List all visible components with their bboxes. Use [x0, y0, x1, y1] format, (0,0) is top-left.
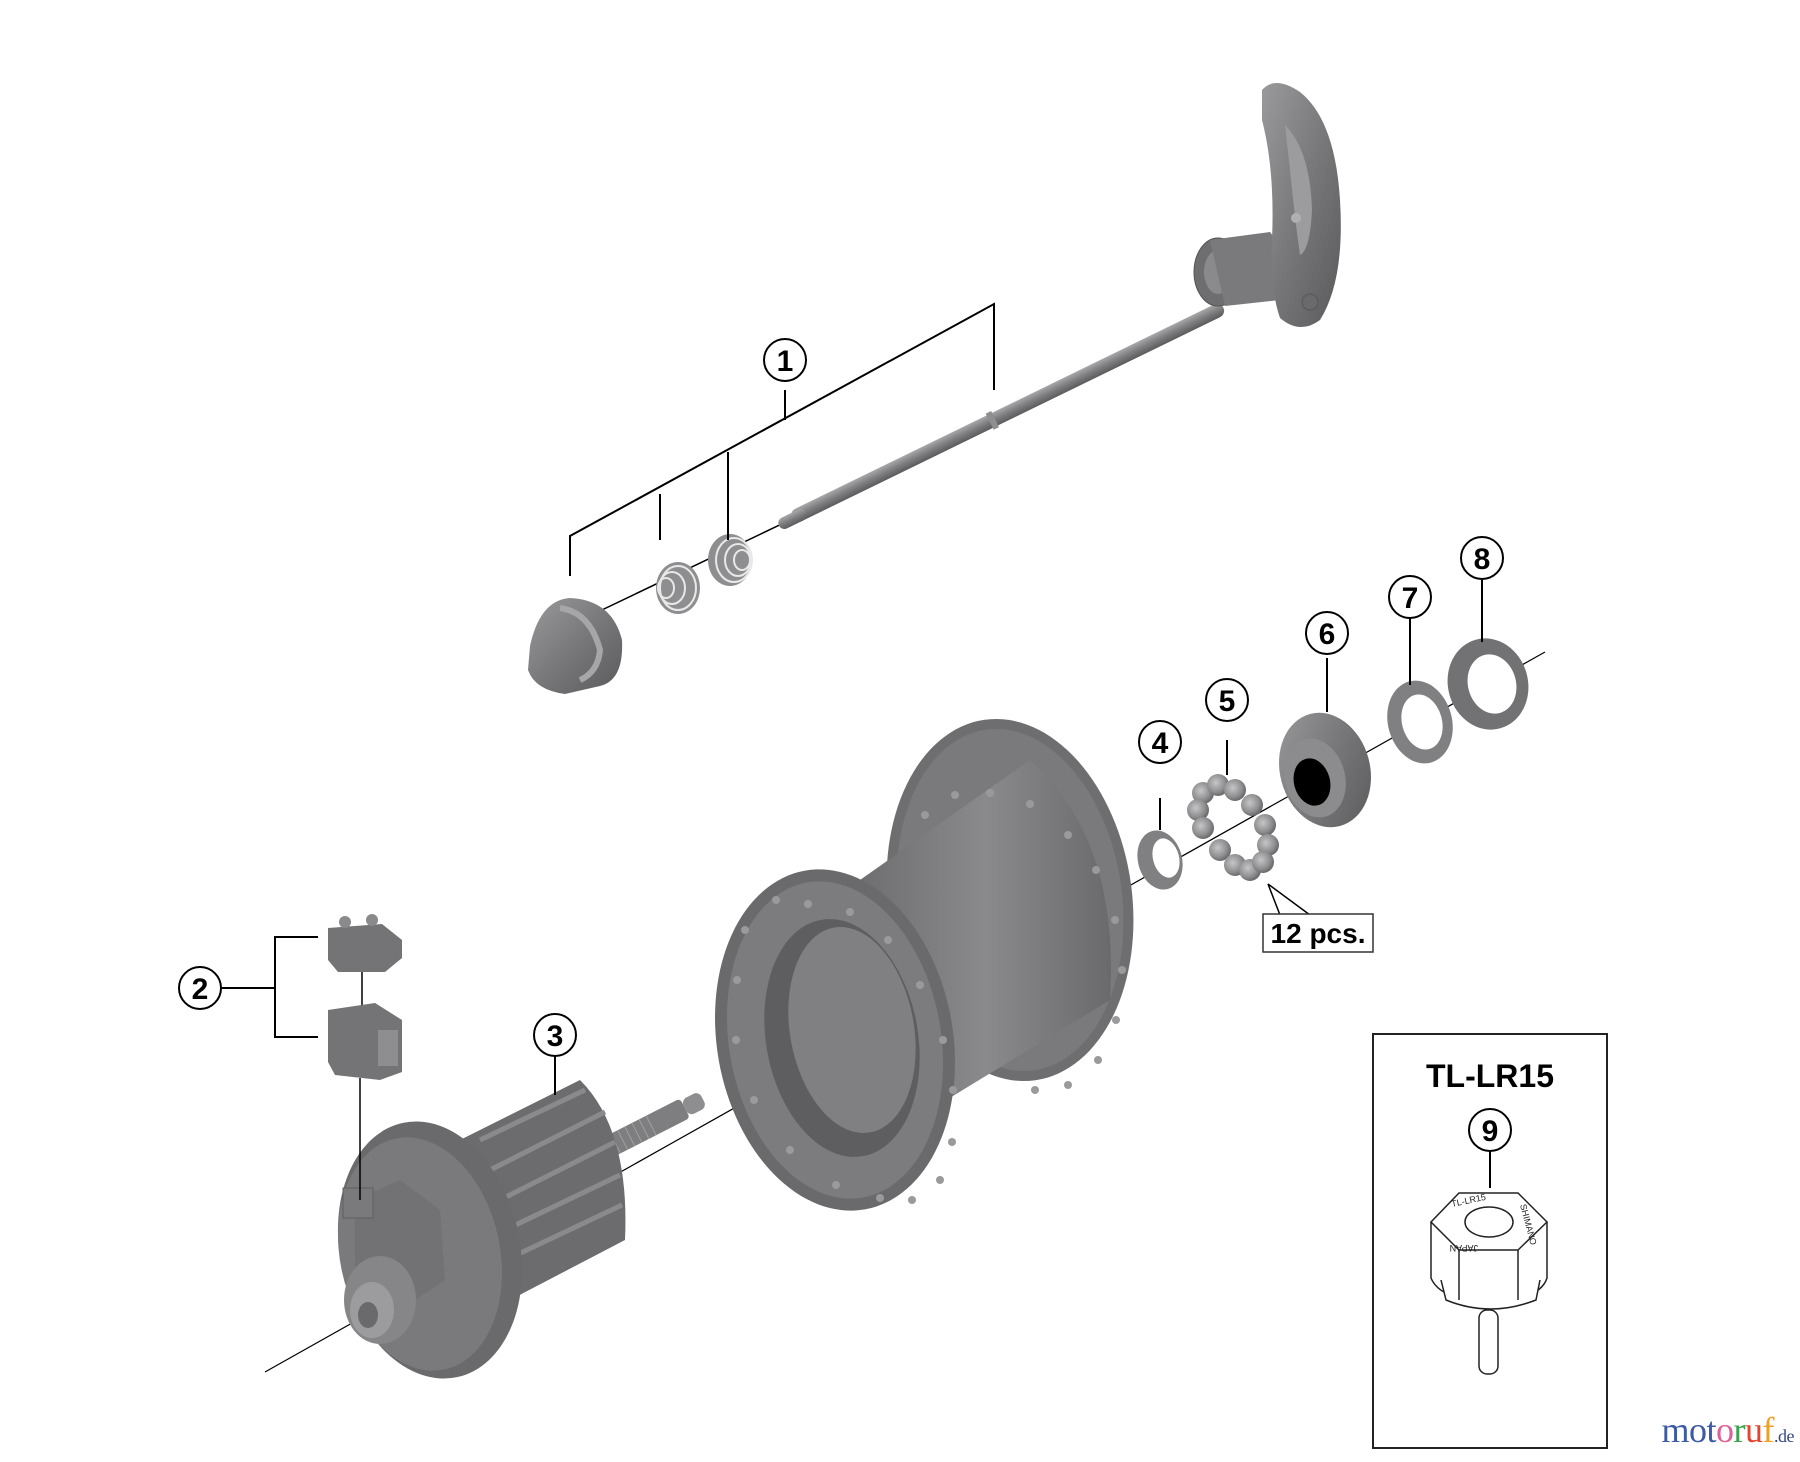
hub-shell	[715, 718, 1134, 1211]
callout-7-label: 7	[1402, 582, 1419, 615]
dust-seal	[1137, 798, 1183, 890]
watermark-letter: o	[1716, 1410, 1734, 1450]
callout-6-label: 6	[1319, 618, 1336, 651]
callout-2: 2	[178, 966, 222, 1010]
watermark-letter: f	[1762, 1410, 1775, 1450]
watermark-letter: r	[1733, 1410, 1746, 1450]
bearing-balls	[1187, 740, 1279, 881]
freehub-body	[337, 1080, 705, 1379]
watermark-letter: o	[1688, 1410, 1707, 1450]
callout-9-label: 9	[1482, 1115, 1499, 1148]
callout-2-leader	[222, 936, 318, 1038]
lock-ring-tool	[1429, 1192, 1549, 1375]
watermark-letter: u	[1745, 1410, 1763, 1450]
callout-7: 7	[1388, 575, 1432, 619]
callout-5: 5	[1205, 678, 1249, 722]
balls-quantity-note: 12 pcs.	[1262, 883, 1374, 953]
callout-8: 8	[1460, 536, 1504, 580]
callout-2-label: 2	[192, 973, 209, 1006]
tool-box: TL-LR15 9 TL-LR15 SHIMANO JAPAN	[1372, 1033, 1608, 1449]
watermark-letter: t	[1706, 1410, 1716, 1450]
callout-1-leader	[569, 302, 995, 576]
callout-4-label: 4	[1152, 727, 1169, 760]
lock-nut	[1447, 580, 1529, 730]
watermark-logo: motoruf.de	[1661, 1412, 1794, 1448]
conical-spring-2	[708, 534, 753, 586]
cone	[1279, 658, 1371, 828]
washer	[1387, 618, 1453, 764]
tool-engraving-origin: JAPAN	[1450, 1243, 1478, 1253]
callout-3-label: 3	[547, 1020, 564, 1053]
callout-4: 4	[1138, 720, 1182, 764]
callout-6: 6	[1305, 611, 1349, 655]
quick-release-skewer	[528, 82, 1341, 694]
tool-title: TL-LR15	[1426, 1058, 1554, 1094]
callout-9: 9	[1468, 1108, 1512, 1152]
callout-1-label: 1	[777, 345, 794, 378]
skewer-nut	[528, 598, 623, 694]
watermark-suffix: .de	[1774, 1426, 1795, 1446]
callout-5-label: 5	[1219, 685, 1236, 718]
connector-cover-set	[328, 914, 402, 1200]
callout-8-label: 8	[1474, 543, 1491, 576]
callout-1: 1	[763, 338, 807, 382]
callout-3: 3	[533, 1013, 577, 1057]
conical-spring-1	[656, 562, 700, 614]
watermark-letter: m	[1661, 1410, 1689, 1450]
balls-quantity-text: 12 pcs.	[1271, 918, 1366, 949]
